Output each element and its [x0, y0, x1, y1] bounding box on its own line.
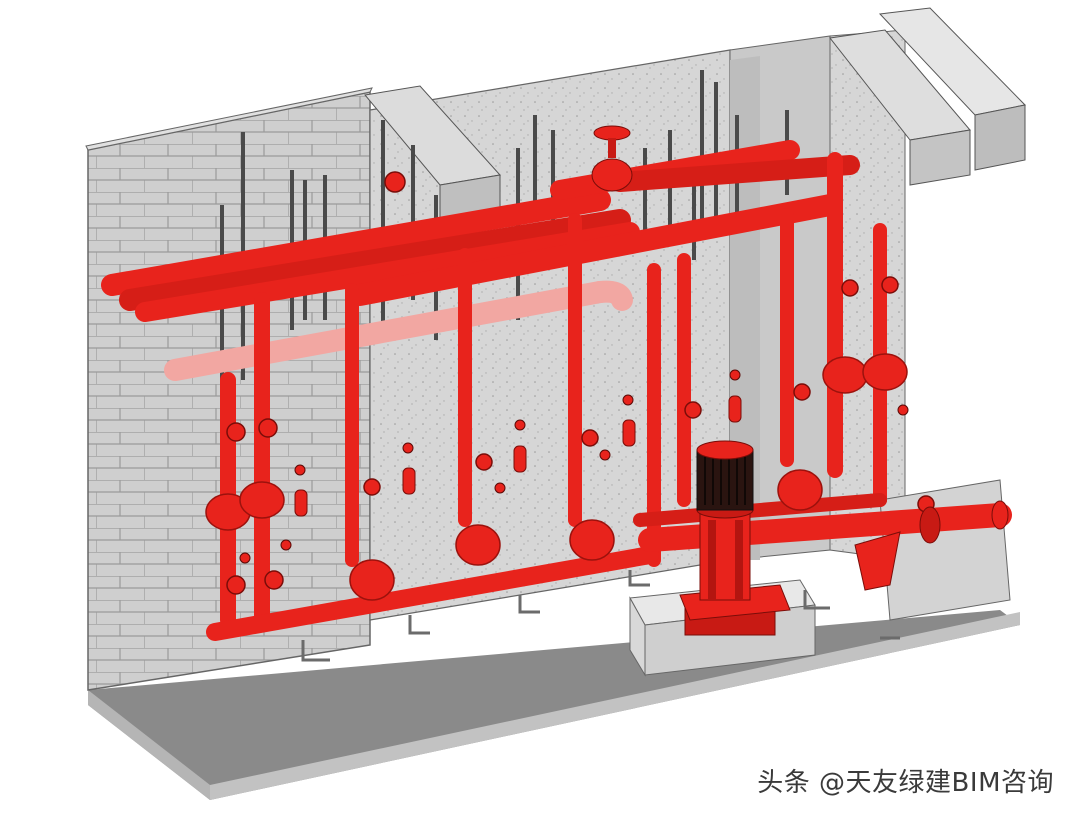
gate-valve-icon	[226, 575, 246, 595]
gate-valve-icon	[841, 279, 859, 297]
pressure-gauge-icon	[402, 442, 414, 454]
pressure-gauge-icon	[729, 369, 741, 381]
pink-pipe	[164, 280, 633, 381]
gate-valve-icon	[581, 429, 599, 447]
watermark-text: 头条 @天友绿建BIM咨询	[757, 768, 1054, 798]
gate-valve-icon	[684, 401, 702, 419]
gate-valve-icon	[475, 453, 493, 471]
floor-supports	[301, 570, 900, 662]
pump-casings	[205, 353, 908, 601]
main-vertical-pump	[679, 440, 791, 636]
gate-valve-icon	[793, 383, 811, 401]
right-pedestal	[879, 479, 1011, 621]
pump-casing-8	[862, 353, 908, 391]
pump-casing-6	[777, 469, 823, 511]
pressure-gauge-icon	[599, 449, 611, 461]
right-strainer	[854, 500, 1009, 591]
gate-valve-icon	[881, 276, 899, 294]
pump-casing-7	[822, 356, 868, 394]
gate-valve-icon	[384, 171, 406, 193]
pressure-gauge-icon	[280, 539, 292, 551]
gate-valves	[226, 171, 935, 595]
top-valve	[591, 125, 633, 192]
gate-valve-icon	[258, 418, 278, 438]
pressure-gauges	[239, 369, 909, 564]
ceiling-beams	[364, 7, 1027, 236]
pump-casing-5	[569, 519, 615, 561]
pressure-gauge-icon	[514, 419, 526, 431]
small-tanks	[294, 395, 742, 517]
pressure-gauge-icon	[494, 482, 506, 494]
vertical-pump-icon	[696, 449, 754, 511]
pump-casing-4	[455, 524, 501, 566]
gate-valve-icon	[363, 478, 381, 496]
pressure-gauge-icon	[622, 394, 634, 406]
gate-valve-icon	[226, 422, 246, 442]
pump-casing-2	[239, 481, 285, 519]
gate-valve-icon	[264, 570, 284, 590]
pressure-gauge-icon	[294, 464, 306, 476]
pump-casing-3	[349, 559, 395, 601]
pressure-gauge-icon	[897, 404, 909, 416]
pressure-gauge-icon	[239, 552, 251, 564]
